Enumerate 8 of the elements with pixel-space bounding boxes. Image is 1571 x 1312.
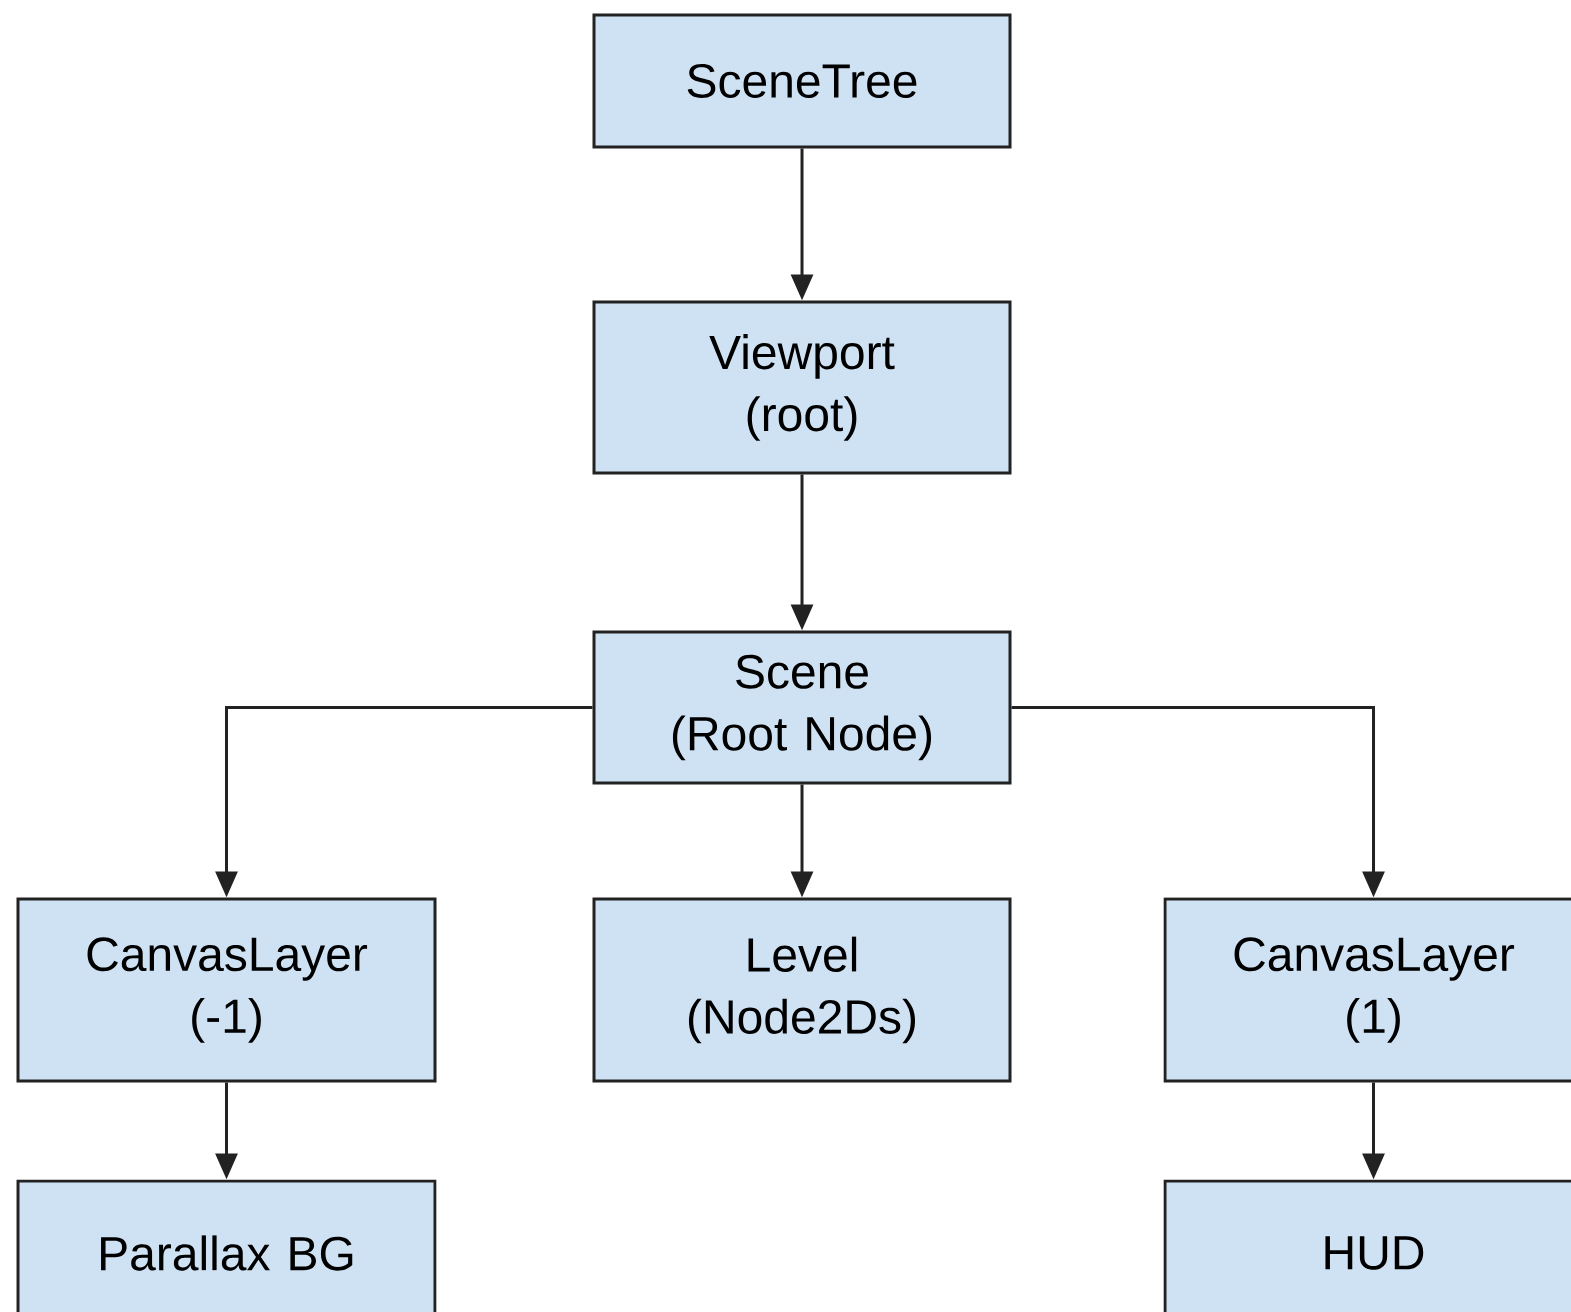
class-box: HUD (1163, 1179, 1571, 1312)
class-box: Level (Node2Ds) (592, 897, 1012, 1083)
class-box: CanvasLayer (-1) (16, 897, 437, 1083)
class-box: CanvasLayer (1) (1163, 897, 1571, 1083)
class-box: Scene (Root Node) (592, 630, 1012, 785)
class-box: Viewport (root) (592, 300, 1012, 475)
class-box: SceneTree (592, 13, 1012, 149)
class-box: Parallax BG (16, 1179, 437, 1312)
